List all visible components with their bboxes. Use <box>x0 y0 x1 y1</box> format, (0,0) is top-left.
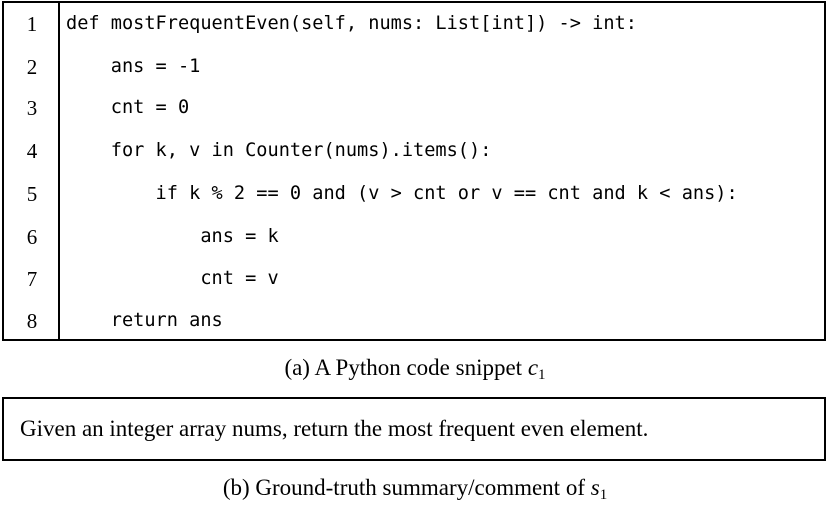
code-line: 2 ans = -1 <box>4 46 824 88</box>
line-number: 5 <box>26 182 38 206</box>
code-snippet-box: 1 def mostFrequentEven(self, nums: List[… <box>2 1 826 341</box>
line-number: 7 <box>26 267 38 291</box>
code-line: 8 return ans <box>4 300 824 342</box>
code-line: 4 for k, v in Counter(nums).items(): <box>4 130 824 172</box>
line-number: 4 <box>26 139 38 163</box>
line-number: 8 <box>26 309 38 333</box>
code-text: for k, v in Counter(nums).items(): <box>66 140 492 161</box>
line-number: 2 <box>26 55 38 79</box>
caption-a-var: c <box>527 355 539 380</box>
caption-b: (b) Ground-truth summary/comment of s1 <box>0 475 830 504</box>
caption-b-var: s <box>590 475 600 500</box>
caption-a-text: (a) A Python code snippet <box>284 355 528 380</box>
code-text: cnt = v <box>66 268 279 289</box>
line-number: 1 <box>26 12 38 36</box>
caption-b-text: (b) Ground-truth summary/comment of <box>222 475 591 500</box>
summary-text: Given an integer array nums, return the … <box>20 416 649 441</box>
caption-a: (a) A Python code snippet c1 <box>0 355 830 384</box>
caption-b-sub: 1 <box>599 487 608 503</box>
summary-box: Given an integer array nums, return the … <box>2 397 826 461</box>
code-line: 7 cnt = v <box>4 258 824 300</box>
code-text: ans = -1 <box>66 56 201 77</box>
code-line: 3 cnt = 0 <box>4 87 824 129</box>
code-text: return ans <box>66 310 223 331</box>
code-text: ans = k <box>66 226 279 247</box>
code-text: if k % 2 == 0 and (v > cnt or v == cnt a… <box>66 183 738 204</box>
code-line: 1 def mostFrequentEven(self, nums: List[… <box>4 3 824 45</box>
code-line: 6 ans = k <box>4 216 824 258</box>
code-line: 5 if k % 2 == 0 and (v > cnt or v == cnt… <box>4 173 824 215</box>
code-text: def mostFrequentEven(self, nums: List[in… <box>66 13 637 34</box>
line-number: 6 <box>26 225 38 249</box>
line-number-gutter <box>4 3 60 339</box>
caption-a-sub: 1 <box>538 367 546 383</box>
code-text: cnt = 0 <box>66 97 190 118</box>
line-number: 3 <box>26 96 38 120</box>
